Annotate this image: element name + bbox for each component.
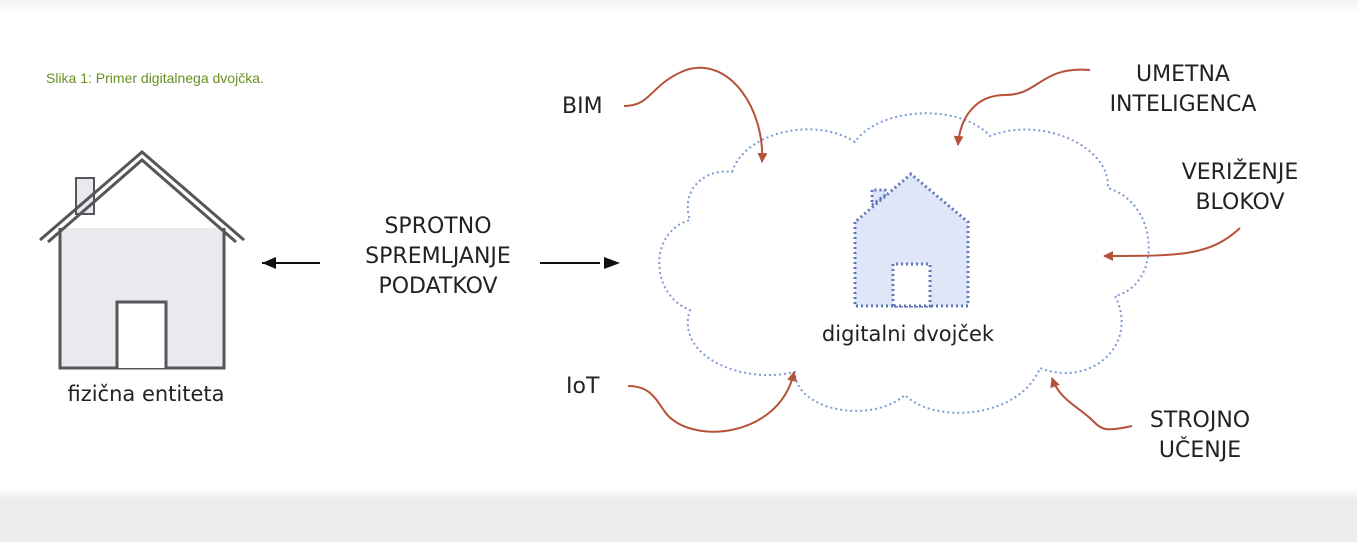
sync-label: SPROTNO SPREMLJANJE PODATKOV <box>318 212 558 302</box>
ai-label: UMETNA INTELIGENCA <box>1078 60 1288 120</box>
blockchain-label-line: VERIŽENJE <box>1181 160 1299 185</box>
bim-arrow <box>623 66 768 163</box>
physical-entity-label: fizična entiteta <box>67 382 225 406</box>
ml-label-line: UČENJE <box>1158 438 1242 463</box>
ml-label-line: STROJNO <box>1149 408 1251 433</box>
ai-label-line: UMETNA <box>1136 62 1230 87</box>
ai-arrow <box>953 68 1091 146</box>
sync-label-line: SPROTNO <box>384 214 492 239</box>
figure-caption: Slika 1: Primer digitalnega dvojčka. <box>46 70 264 86</box>
sync-double-arrow <box>262 257 620 269</box>
ai-label-line: INTELIGENCA <box>1109 92 1257 117</box>
blockchain-label-line: BLOKOV <box>1195 190 1285 215</box>
iot-label: IoT <box>566 374 600 399</box>
iot-arrow <box>627 371 798 433</box>
blockchain-arrow <box>1103 227 1241 261</box>
sync-label-line: PODATKOV <box>378 274 498 299</box>
ml-arrow <box>1050 377 1133 431</box>
blockchain-label: VERIŽENJE BLOKOV <box>1140 158 1340 218</box>
physical-house-icon <box>39 150 245 370</box>
digital-twin-label: digitalni dvojček <box>821 322 995 346</box>
ml-label: STROJNO UČENJE <box>1120 406 1280 466</box>
sync-label-line: SPREMLJANJE <box>365 244 511 269</box>
bim-label: BIM <box>562 94 603 119</box>
digital-twin-house-icon <box>853 172 970 308</box>
